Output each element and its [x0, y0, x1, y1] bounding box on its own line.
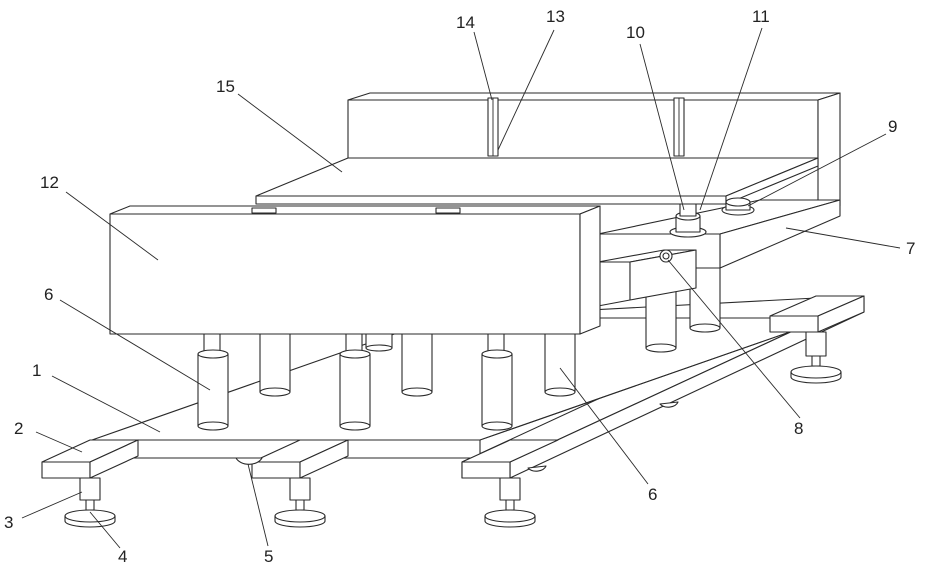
label-15: 15 [216, 77, 235, 96]
label-6b: 6 [648, 485, 657, 504]
label-2: 2 [14, 419, 23, 438]
label-9: 9 [888, 117, 897, 136]
label-6a: 6 [44, 285, 53, 304]
foot-rail-left [42, 440, 138, 478]
label-7: 7 [906, 239, 915, 258]
label-5: 5 [264, 547, 273, 566]
leveling-foot-left [65, 478, 115, 527]
leveling-foot-middle [275, 478, 325, 527]
label-4: 4 [118, 547, 127, 566]
slide-plate [256, 158, 818, 204]
label-14: 14 [456, 13, 475, 32]
label-11: 11 [752, 7, 770, 26]
label-1: 1 [32, 361, 41, 380]
leveling-foot-right [485, 478, 535, 527]
label-12: 12 [40, 173, 59, 192]
label-10: 10 [626, 23, 645, 42]
label-8: 8 [794, 419, 803, 438]
front-housing [110, 206, 600, 334]
label-3: 3 [4, 513, 13, 532]
label-13: 13 [546, 7, 565, 26]
